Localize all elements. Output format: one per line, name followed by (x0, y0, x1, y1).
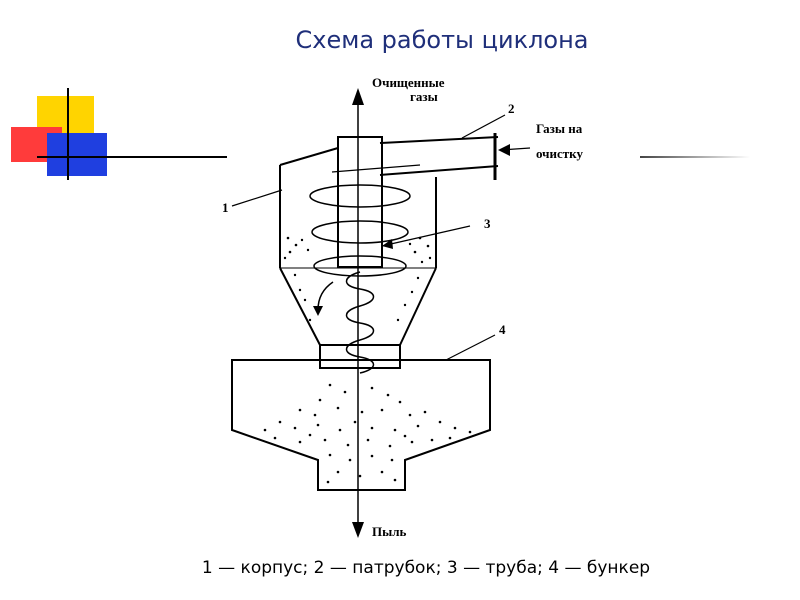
label-clean-gases-line2: газы (410, 89, 438, 104)
label-dust: Пыль (372, 524, 407, 539)
label-clean-gases-line1: Очищенные (372, 75, 445, 90)
decor-horizontal-line-right (640, 156, 750, 158)
slide-title: Схема работы циклона (295, 26, 589, 54)
label-num-1: 1 (222, 200, 229, 215)
label-num-4: 4 (499, 322, 506, 337)
label-inlet-line1: Газы на (536, 121, 583, 136)
label-inlet-line2: очистку (536, 146, 583, 161)
label-num-2: 2 (508, 101, 515, 116)
label-num-3: 3 (484, 216, 491, 231)
decor-vertical-line (67, 88, 69, 180)
legend-caption: 1 — корпус; 2 — патрубок; 3 — труба; 4 —… (201, 558, 651, 578)
decor-blue-square (47, 133, 107, 176)
decor-horizontal-line (37, 156, 227, 158)
